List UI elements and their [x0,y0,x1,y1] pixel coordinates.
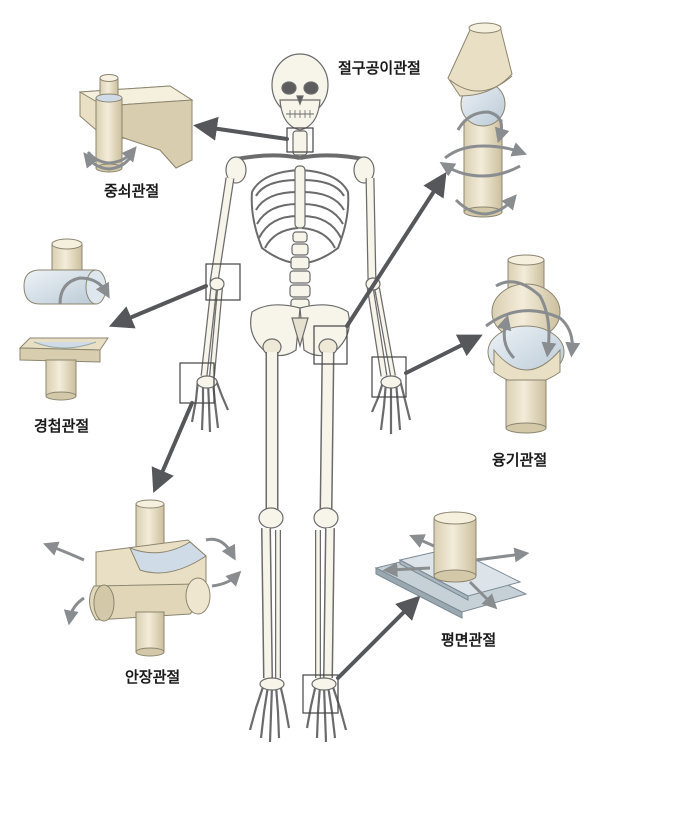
right-foot [305,683,348,743]
label-pivot-joint: 중쇠관절 [104,182,159,200]
label-plane-joint: 평면관절 [441,631,496,649]
left-hand [190,379,230,433]
box-hip [313,325,348,365]
box-ankle [302,674,339,714]
arrow-to-hinge [108,284,208,329]
arrow-to-saddle [151,401,194,494]
label-saddle-joint: 안장관절 [125,668,180,686]
label-hinge-joint: 경첩관절 [34,417,89,435]
arrow-to-pivot [193,116,289,141]
arrow-to-plane [336,595,421,680]
skeleton [190,53,412,743]
ribcage [250,169,350,265]
spine [289,231,311,311]
pivot-joint-model [78,74,194,173]
left-foot [248,683,291,743]
saddle-joint-model [42,499,242,657]
label-condyloid-joint: 융기관절 [492,451,547,469]
box-left-wrist [179,362,215,404]
label-ball-socket-joint: 절구공이관절 [338,59,421,77]
plane-joint-model [374,511,530,619]
hinge-joint-model [18,238,110,401]
condyloid-joint-model [485,254,581,434]
arrow-to-condyloid [404,334,483,375]
joint-labels: 중쇠관절 절구공이관절 경첩관절 융기관절 안장관절 평면관절 [34,59,547,686]
skull [271,53,329,131]
pointer-arrows [108,116,483,680]
box-elbow [205,263,241,301]
arrow-to-ball-socket [345,171,447,328]
right-hand [370,379,412,434]
box-right-wrist [371,356,407,398]
ball-socket-joint-model [439,22,528,218]
pelvis [250,304,350,357]
